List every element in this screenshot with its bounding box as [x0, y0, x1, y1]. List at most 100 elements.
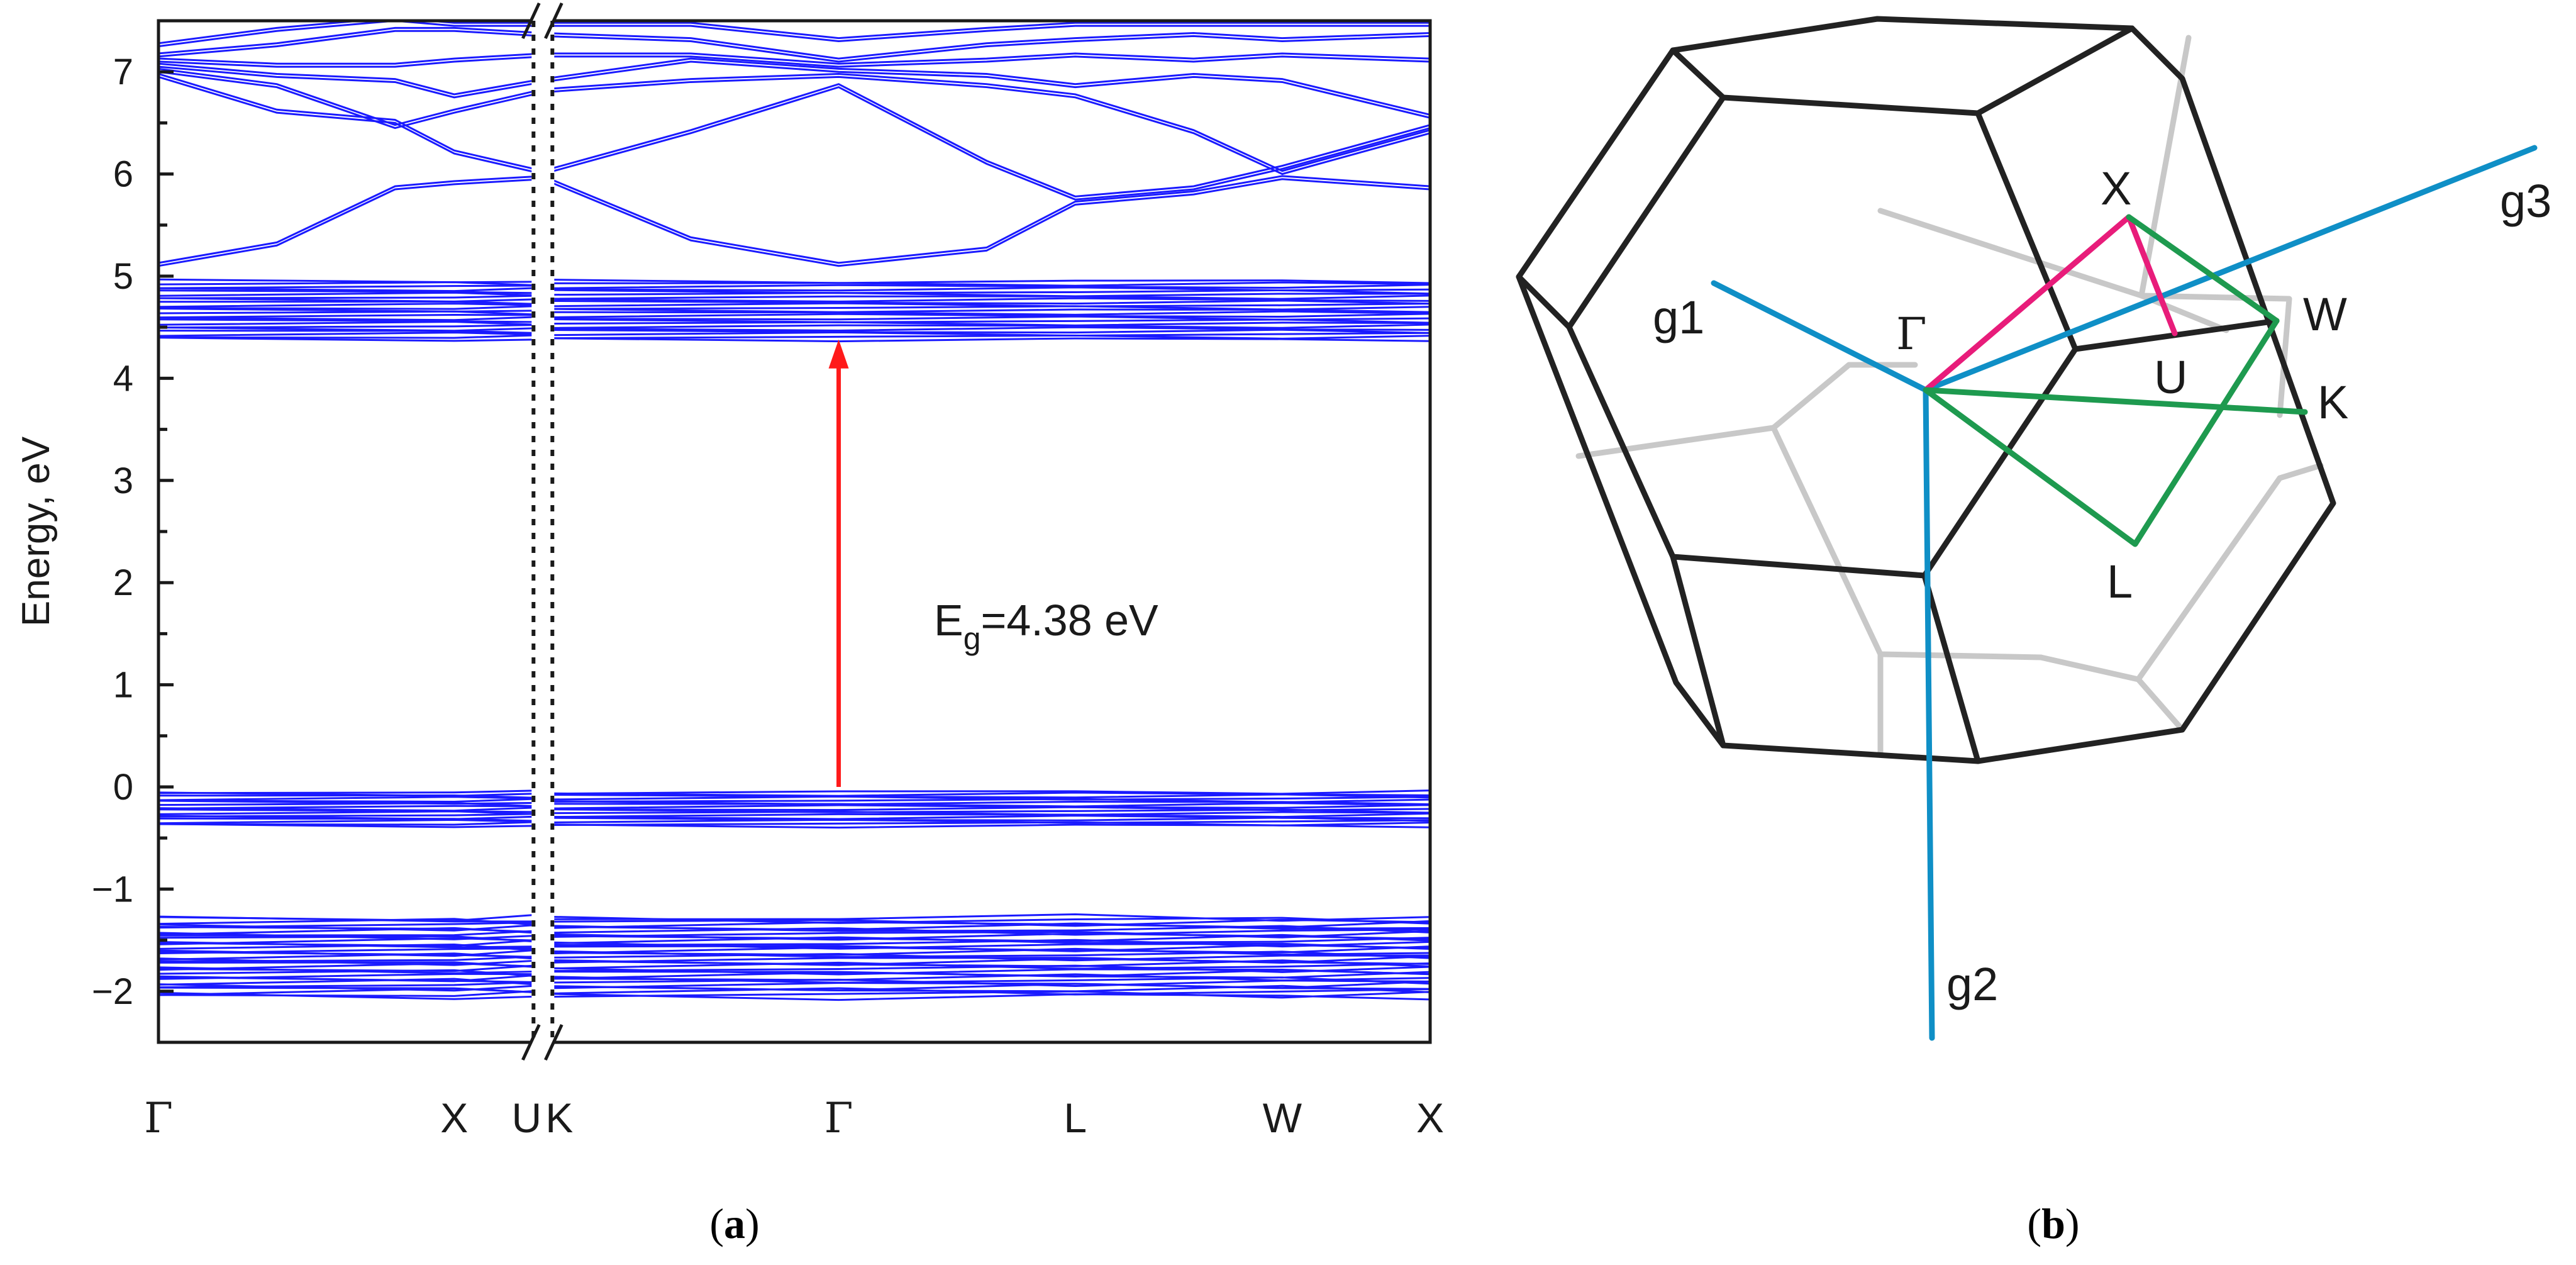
- band-line: [158, 806, 1430, 812]
- k-point-label: X: [1416, 1095, 1444, 1141]
- label-g2: g2: [1946, 958, 1998, 1010]
- panel-label-a: (a): [709, 1200, 759, 1247]
- band-line: [158, 989, 1430, 999]
- band-line: [158, 302, 1430, 308]
- label-k: K: [2318, 376, 2348, 428]
- reciprocal-axes: [1711, 145, 2538, 1041]
- k-point-label: K: [545, 1095, 573, 1141]
- k-point-label: W: [1263, 1095, 1302, 1141]
- band-line: [158, 52, 1430, 65]
- band-line: [158, 315, 1430, 321]
- band-line: [158, 818, 1430, 825]
- band-line: [158, 812, 1430, 818]
- label-g3: g3: [2500, 175, 2551, 227]
- high-symmetry-paths: [1923, 214, 2308, 547]
- band-line: [158, 920, 1430, 930]
- bz-front-edge: [1516, 16, 2336, 764]
- band-line: [158, 286, 1430, 293]
- band-line: [158, 26, 1430, 60]
- y-tick-label: 3: [113, 460, 133, 501]
- axis-break-slash: [544, 1023, 564, 1061]
- y-tick-label: 7: [113, 52, 133, 92]
- bz-back-edge: [2277, 462, 2324, 481]
- band-line: [158, 947, 1430, 957]
- band-line: [158, 815, 1430, 820]
- band-line: [158, 820, 1430, 827]
- g3-axis: [1923, 145, 2538, 393]
- y-tick-label: 0: [113, 767, 133, 808]
- y-tick-label: −2: [92, 971, 133, 1012]
- band-line: [158, 804, 1430, 810]
- band-line: [158, 55, 1430, 68]
- band-line: [158, 980, 1430, 989]
- band-gap-annotation: Eg=4.38 eV: [934, 596, 1158, 656]
- band-line: [158, 795, 1430, 801]
- y-tick-label: 2: [113, 562, 133, 603]
- label-u: U: [2154, 351, 2187, 403]
- plot-frame: [157, 19, 1432, 1044]
- panel-label-b: (b): [2027, 1200, 2079, 1247]
- band-line: [158, 21, 1430, 45]
- y-tick-label: −1: [92, 869, 133, 910]
- band-line: [158, 313, 1430, 319]
- band-group: [158, 21, 1430, 1001]
- axis-break-slash: [521, 2, 541, 40]
- band-line: [158, 60, 1430, 119]
- band-line: [158, 278, 1430, 284]
- band-line: [158, 178, 1430, 267]
- band-line: [158, 323, 1430, 330]
- k-point-label: Γ: [144, 1094, 173, 1142]
- bz-back-edge: [2138, 35, 2292, 418]
- band-gap-arrow: [828, 339, 849, 787]
- bz-back-edge: [1877, 208, 2229, 333]
- bz-front-edges: [1516, 16, 2336, 764]
- band-line: [158, 297, 1430, 303]
- bz-front-edge: [1566, 94, 2079, 579]
- band-line: [158, 175, 1430, 264]
- bz-front-edge: [1670, 25, 2135, 116]
- bz-back-edge: [1770, 362, 1918, 431]
- band-line: [158, 75, 1430, 201]
- brillouin-zone-panel: X U W K L Γ g1 g2 g3 (b): [1516, 16, 2551, 1247]
- band-line: [158, 798, 1430, 803]
- label-w: W: [2303, 288, 2347, 340]
- band-line: [158, 284, 1430, 289]
- bz-back-edge: [2135, 676, 2185, 733]
- bz-back-edges: [1575, 35, 2324, 758]
- band-line: [158, 991, 1430, 1001]
- band-line: [158, 67, 1430, 172]
- band-line: [158, 21, 1430, 48]
- y-tick-marks: [158, 19, 174, 1044]
- axis-break: [521, 2, 564, 1061]
- bz-front-edge: [1921, 572, 1981, 764]
- band-line: [158, 789, 1430, 795]
- label-x: X: [2101, 162, 2131, 215]
- band-line: [158, 913, 1430, 922]
- band-line: [158, 294, 1430, 300]
- bz-front-edge: [1516, 274, 1572, 330]
- band-line: [158, 971, 1430, 980]
- band-line: [158, 973, 1430, 983]
- y-axis-title: Energy, eV: [14, 436, 58, 627]
- band-gap-arrow-head: [828, 339, 849, 369]
- bz-front-edge: [1670, 554, 1726, 749]
- band-line: [158, 291, 1430, 298]
- bz-back-edge: [1575, 425, 1777, 459]
- band-line: [158, 30, 1430, 63]
- band-line: [158, 966, 1430, 976]
- g2-axis: [1923, 387, 1935, 1041]
- k-point-label: L: [1063, 1095, 1087, 1141]
- k-point-label: Γ: [824, 1094, 853, 1142]
- band-line: [158, 328, 1430, 335]
- label-gamma: Γ: [1896, 308, 1927, 360]
- band-line: [158, 70, 1430, 176]
- x-w-path: [1923, 214, 2308, 547]
- label-g1: g1: [1653, 291, 1704, 343]
- y-tick-label: 1: [113, 665, 133, 706]
- band-lines: [158, 21, 1430, 1001]
- band-line: [158, 334, 1430, 340]
- band-line: [158, 304, 1430, 311]
